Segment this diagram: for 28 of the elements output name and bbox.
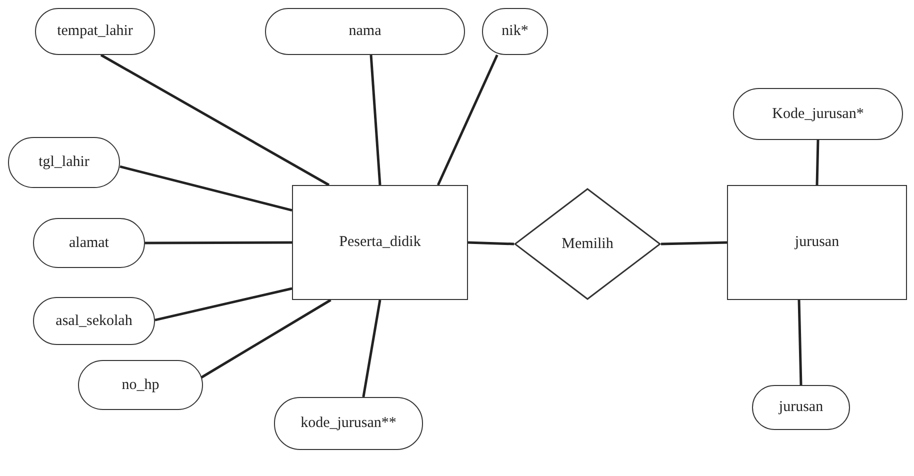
label-text: tgl_lahir <box>38 154 90 171</box>
connector-line <box>816 140 820 186</box>
connector-line <box>154 287 292 322</box>
label-text: no_hp <box>122 376 160 394</box>
label-text: kode_jurusan** <box>300 415 396 432</box>
label-text: asal_sekolah <box>56 312 132 330</box>
label-text: Peserta_didik <box>339 234 421 251</box>
label-text: jurusan <box>794 234 840 251</box>
connector-line <box>436 54 498 186</box>
connector-line <box>200 298 332 380</box>
connector-line <box>120 165 292 212</box>
label-text: alamat <box>69 234 109 252</box>
label-text: nik* <box>502 23 528 40</box>
connector-line <box>660 241 728 246</box>
label-text: nama <box>348 23 382 40</box>
label-text: tempat_lahir <box>57 23 133 40</box>
connector-line <box>362 300 382 398</box>
connector-line <box>370 54 382 186</box>
connector-line <box>100 54 330 186</box>
connector-line <box>798 300 802 386</box>
label-text: Kode_jurusan* <box>772 106 864 122</box>
connector-line <box>145 241 292 244</box>
entity-box <box>727 185 907 300</box>
label-text: jurusan <box>778 399 824 416</box>
entity-box <box>292 185 468 300</box>
connector-line <box>468 241 514 246</box>
label-text: Memilih <box>562 236 614 252</box>
relationship-diamond <box>514 188 661 300</box>
